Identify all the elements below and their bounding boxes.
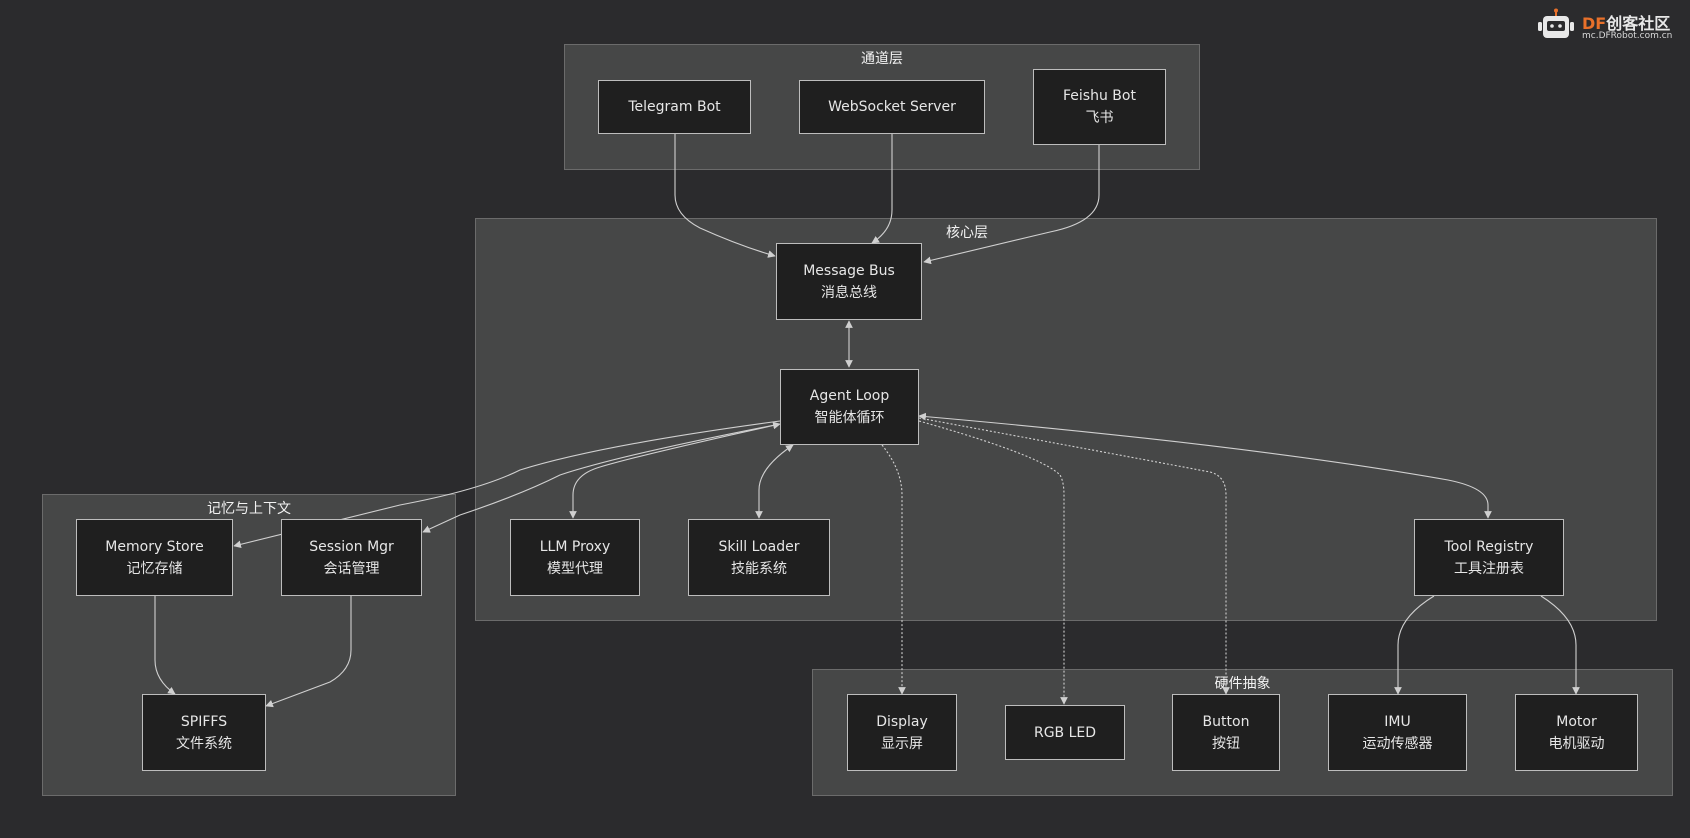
node-agent-label: Agent Loop (809, 388, 890, 404)
group-title-core: 核心层 (946, 225, 988, 241)
node-session-mgr[interactable]: Session Mgr 会话管理 (281, 519, 422, 596)
node-websocket-label: WebSocket Server (828, 99, 956, 115)
edge-telegram-to-bus (674, 133, 776, 258)
logo-brand-suffix: 创客社区 (1606, 14, 1671, 33)
node-spiffs-label: SPIFFS (180, 713, 228, 730)
node-memory-store[interactable]: Memory Store 记忆存储 (76, 519, 233, 596)
node-imu-label: IMU (1384, 713, 1411, 730)
node-memory-label: Memory Store (105, 538, 204, 555)
robot-icon (1538, 8, 1574, 38)
logo-url: mc.DFRobot.com.cn (1582, 31, 1673, 41)
node-motor[interactable]: Motor 电机驱动 (1515, 694, 1638, 771)
node-imu[interactable]: IMU 运动传感器 (1328, 694, 1467, 771)
node-button[interactable]: Button 按钮 (1172, 694, 1280, 771)
dfrobot-logo: DF创客社区 mc.DFRobot.com.cn (1536, 8, 1686, 44)
node-feishu-sublabel: 飞书 (1085, 110, 1114, 126)
edge-agent-session (422, 423, 781, 533)
edge-feishu-to-bus (923, 145, 1100, 265)
node-tool-registry[interactable]: Tool Registry 工具注册表 (1414, 519, 1564, 596)
node-session-label: Session Mgr (309, 538, 394, 555)
logo-brand: DF创客社区 (1582, 10, 1670, 34)
node-tool-sublabel: 工具注册表 (1454, 560, 1524, 577)
node-spiffs[interactable]: SPIFFS 文件系统 (142, 694, 266, 771)
node-message-bus[interactable]: Message Bus 消息总线 (776, 243, 922, 320)
node-rgb-led[interactable]: RGB LED (1005, 705, 1125, 760)
edge-agent-display (881, 444, 906, 695)
edge-tool-motor (1540, 595, 1580, 695)
node-memory-sublabel: 记忆存储 (126, 560, 183, 577)
edge-agent-button (918, 417, 1230, 695)
node-feishu-label: Feishu Bot (1063, 88, 1136, 104)
node-motor-label: Motor (1556, 713, 1597, 730)
edge-agent-llm (569, 421, 781, 519)
edge-websocket-to-bus (871, 133, 893, 244)
edge-tool-imu (1394, 595, 1435, 695)
node-llm-sublabel: 模型代理 (547, 560, 603, 577)
node-agent-loop[interactable]: Agent Loop 智能体循环 (780, 369, 919, 445)
edge-agent-skill (755, 444, 794, 519)
node-button-label: Button (1202, 713, 1250, 730)
edge-agent-tool (918, 412, 1492, 519)
node-button-sublabel: 按钮 (1212, 735, 1240, 752)
node-llm-label: LLM Proxy (539, 538, 611, 555)
edge-agent-rgb (918, 420, 1068, 705)
node-motor-sublabel: 电机驱动 (1548, 735, 1605, 752)
node-feishu-bot[interactable]: Feishu Bot 飞书 (1033, 69, 1166, 145)
node-skill-sublabel: 技能系统 (731, 560, 787, 577)
node-display[interactable]: Display 显示屏 (847, 694, 957, 771)
edge-agent-memory (233, 420, 781, 549)
node-telegram-bot[interactable]: Telegram Bot (598, 80, 751, 134)
logo-brand-prefix: DF (1582, 14, 1607, 33)
node-websocket-server[interactable]: WebSocket Server (799, 80, 985, 134)
node-llm-proxy[interactable]: LLM Proxy 模型代理 (510, 519, 640, 596)
node-skill-label: Skill Loader (718, 538, 800, 555)
group-title-channel: 通道层 (861, 51, 903, 67)
node-tool-label: Tool Registry (1444, 538, 1534, 555)
node-rgb-label: RGB LED (1033, 724, 1097, 741)
edge-session-spiffs (265, 596, 352, 708)
node-bus-label: Message Bus (803, 262, 895, 279)
node-telegram-label: Telegram Bot (628, 99, 721, 115)
node-spiffs-sublabel: 文件系统 (176, 735, 232, 752)
node-display-sublabel: 显示屏 (881, 735, 923, 752)
node-agent-sublabel: 智能体循环 (814, 410, 885, 426)
node-skill-loader[interactable]: Skill Loader 技能系统 (688, 519, 830, 596)
node-bus-sublabel: 消息总线 (821, 284, 877, 301)
node-session-sublabel: 会话管理 (323, 560, 380, 577)
group-title-memory: 记忆与上下文 (207, 501, 291, 517)
node-display-label: Display (876, 713, 928, 730)
edge-memory-spiffs (154, 596, 176, 695)
node-imu-sublabel: 运动传感器 (1362, 735, 1433, 752)
